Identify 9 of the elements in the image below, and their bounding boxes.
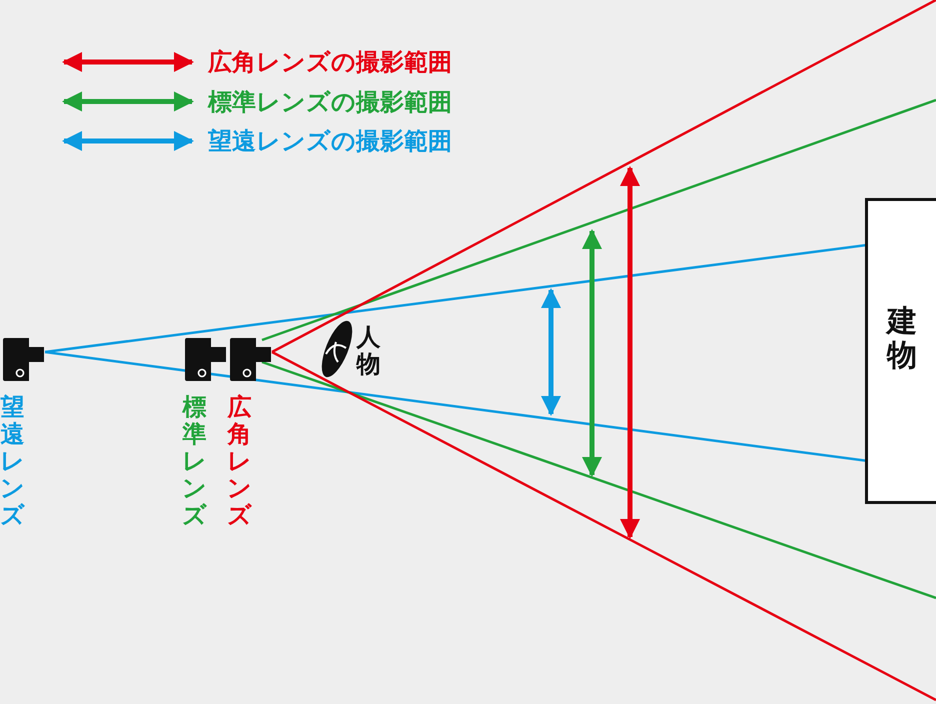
legend-label: 望遠レンズの撮影範囲 bbox=[208, 126, 452, 157]
lens-label: 望遠レンズ bbox=[0, 394, 26, 529]
lens-label: 標準レンズ bbox=[182, 394, 208, 529]
building-box bbox=[865, 198, 936, 504]
person-label: 人物 bbox=[356, 324, 382, 378]
lens-label: 広角レンズ bbox=[227, 394, 252, 529]
legend-label: 標準レンズの撮影範囲 bbox=[208, 86, 452, 118]
building-label: 建物 bbox=[886, 305, 918, 373]
legend-label: 広角レンズの撮影範囲 bbox=[208, 47, 452, 78]
